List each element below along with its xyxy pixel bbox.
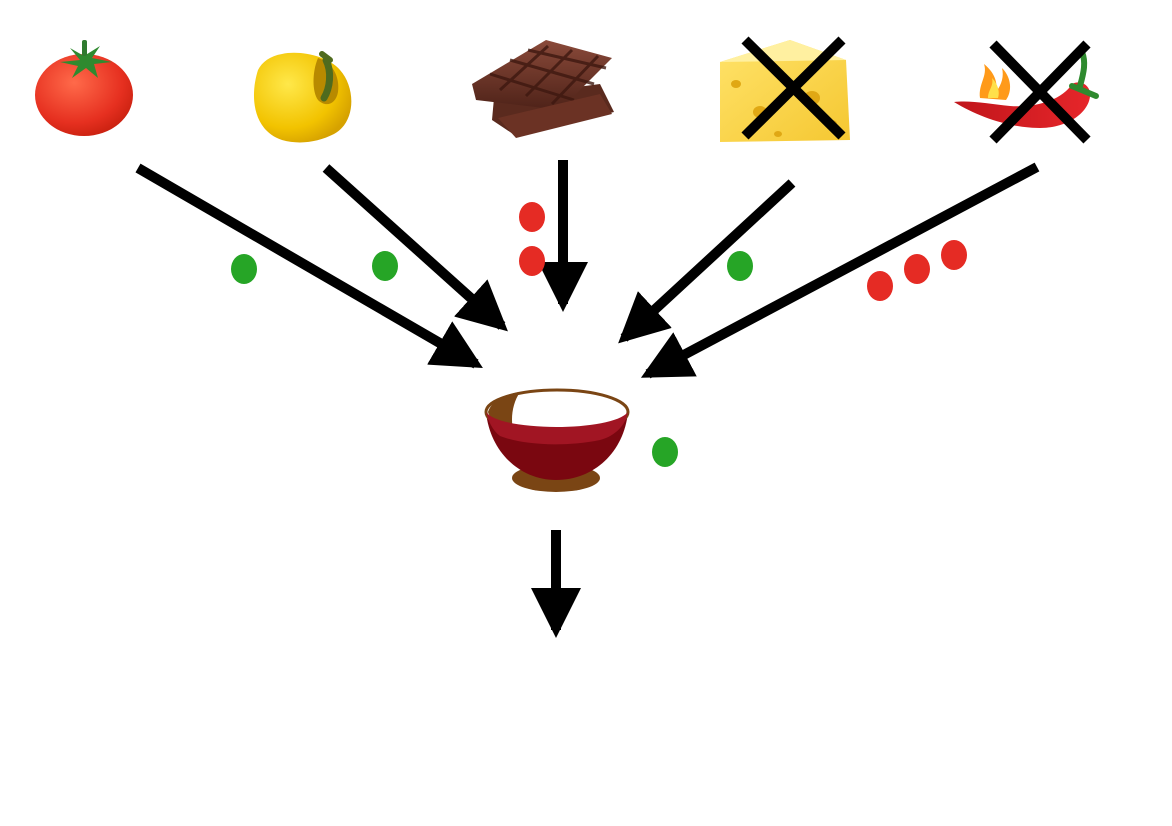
arrow-chili-to-bowl xyxy=(640,162,1040,379)
cheese-cross-mark xyxy=(741,36,846,140)
dot-group-cheese xyxy=(727,251,753,281)
dot-group-pepper xyxy=(372,251,398,281)
dot-group-bowl xyxy=(652,437,678,467)
arrow-tomato-to-bowl xyxy=(135,163,483,369)
green-dot xyxy=(231,254,257,284)
chocolate-bar-icon xyxy=(472,40,614,138)
dot-group-chocolate xyxy=(519,202,545,276)
red-dot xyxy=(904,254,930,284)
dot-group-tomato xyxy=(231,254,257,284)
red-dot xyxy=(519,246,545,276)
green-dot xyxy=(372,251,398,281)
yellow-pepper-icon xyxy=(253,51,352,143)
red-dot xyxy=(519,202,545,232)
red-dot xyxy=(867,271,893,301)
chili-pepper-icon xyxy=(954,49,1099,128)
green-dot xyxy=(727,251,753,281)
arrow-pepper-to-bowl xyxy=(322,164,508,332)
green-dot xyxy=(652,437,678,467)
bowl-icon xyxy=(484,388,630,492)
red-dot xyxy=(941,240,967,270)
tomato-icon xyxy=(35,40,133,136)
chili-cross-mark xyxy=(989,40,1091,144)
arrow-cheese-to-bowl xyxy=(618,179,796,344)
dot-group-chili xyxy=(867,240,967,301)
